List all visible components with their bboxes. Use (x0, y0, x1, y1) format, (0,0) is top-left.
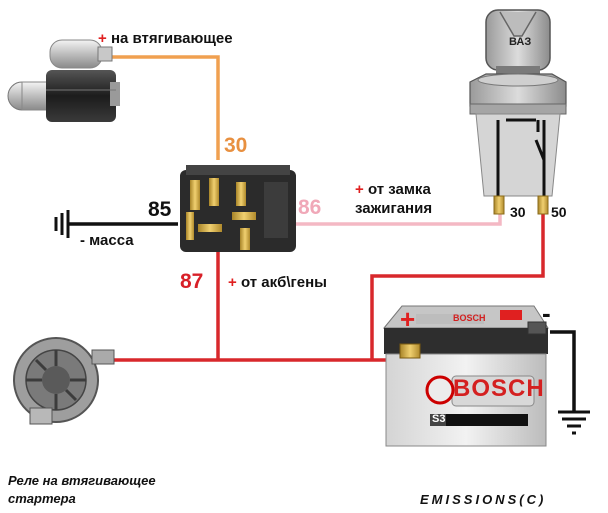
wire-battery-negative (550, 330, 576, 412)
label-from-ignition: + от замка зажигания (355, 180, 432, 218)
battery-image (382, 305, 549, 447)
pin-85-label: 85 (148, 198, 172, 221)
generator-image (13, 337, 115, 425)
label-from-battery-gen-text: от акб\гены (240, 274, 327, 291)
plus-sign: + (355, 181, 364, 198)
label-to-solenoid-text: на втягивающее (110, 30, 233, 47)
wire-30-solenoid (112, 55, 220, 160)
pin-30-label: 30 (224, 134, 248, 157)
ground-symbol-right (558, 410, 590, 435)
switch-terminal-30: 30 (510, 204, 526, 220)
pin-87-label: 87 (180, 270, 204, 293)
ignition-switch-image (469, 9, 567, 215)
relay-image (180, 165, 296, 252)
caption-line1: Реле на втягивающее (8, 473, 156, 488)
label-from-ignition-line1: от замка (367, 181, 431, 198)
wire-86-ignition (296, 213, 502, 226)
caption: Реле на втягивающее стартера (8, 472, 156, 508)
wire-ignition-50 (370, 213, 545, 360)
battery-brand-label: BOSCH (453, 375, 545, 402)
plus-sign: + (98, 30, 107, 47)
label-from-battery-gen: + от акб\гены (228, 274, 327, 291)
battery-brand-small: BOSCH (453, 313, 486, 323)
caption-line2: стартера (8, 491, 76, 506)
pin-86-label: 86 (298, 196, 322, 219)
switch-terminal-50: 50 (551, 204, 567, 220)
label-to-solenoid: + на втягивающее (98, 30, 233, 47)
watermark: EMISSIONS(C) (420, 492, 547, 507)
label-ground: - масса (80, 232, 134, 249)
battery-minus-sign: - (542, 298, 551, 328)
label-from-ignition-line2: зажигания (355, 200, 433, 217)
battery-model-label: S3 (432, 413, 446, 425)
plus-sign: + (228, 274, 237, 291)
battery-plus-sign: + (400, 304, 416, 334)
key-brand-label: ВАЗ (509, 36, 532, 48)
starter-motor-image (7, 39, 120, 122)
ground-symbol-left (54, 210, 70, 238)
